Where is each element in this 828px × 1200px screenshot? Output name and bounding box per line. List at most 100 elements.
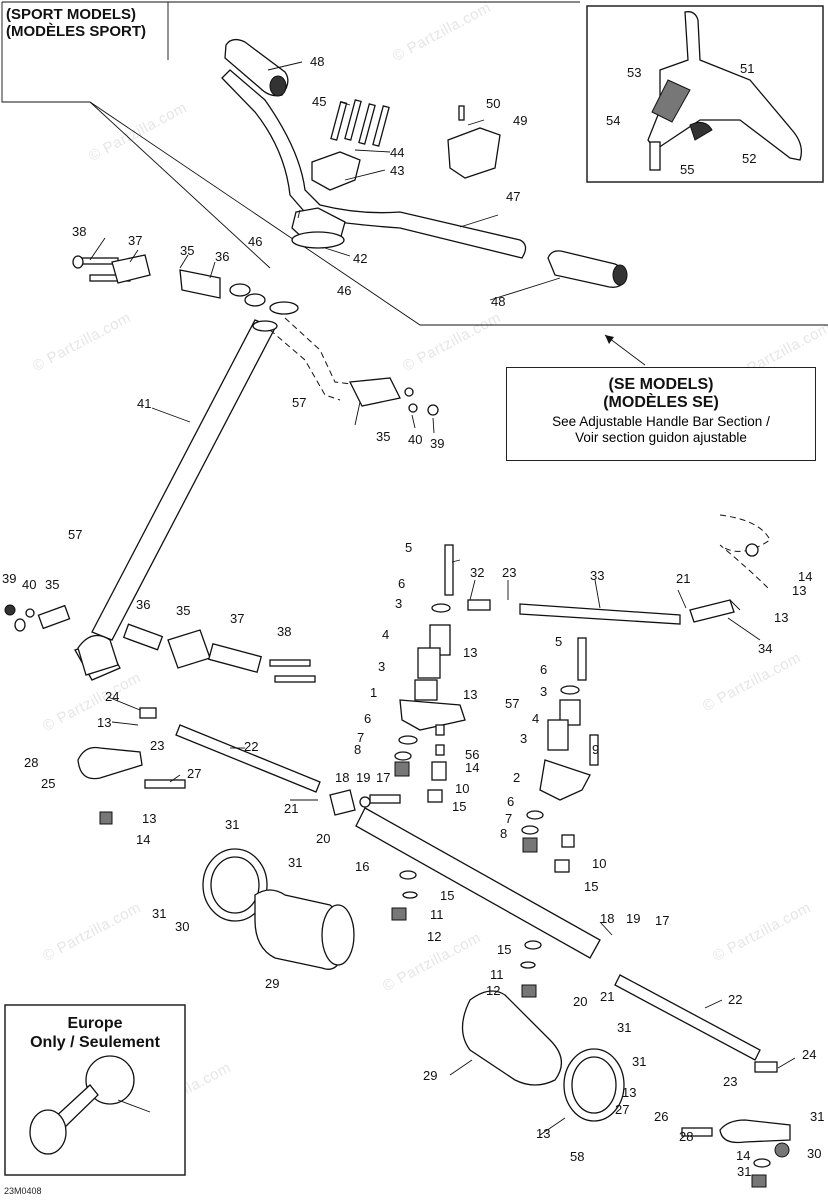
- callout-32: 32: [470, 565, 485, 580]
- callout-45: 45: [312, 94, 327, 109]
- callout-57: 57: [68, 527, 83, 542]
- tie-rod-22-upper: [175, 724, 321, 793]
- callout-47: 47: [506, 189, 521, 204]
- callout-28: 28: [24, 755, 39, 770]
- callout-13: 13: [622, 1085, 637, 1100]
- callout-17: 17: [655, 913, 670, 928]
- tie-rod-end-25: [77, 746, 143, 780]
- callout-3: 3: [395, 596, 403, 611]
- callout-34: 34: [758, 641, 773, 656]
- steering-arm-2: [539, 759, 591, 801]
- callout-58: 58: [570, 1149, 585, 1164]
- europe-only-title: Europe Only / Seulement: [30, 1015, 160, 1051]
- callout-14: 14: [798, 569, 813, 584]
- callout-13: 13: [774, 610, 789, 625]
- callout-4: 4: [532, 711, 540, 726]
- callout-46: 46: [337, 283, 352, 298]
- diagram-code: 23M0408: [4, 1186, 42, 1196]
- callout-9: 9: [592, 742, 600, 757]
- callout-27: 27: [187, 766, 202, 781]
- callout-3: 3: [520, 731, 528, 746]
- callout-13: 13: [97, 715, 112, 730]
- callout-6: 6: [364, 711, 372, 726]
- callout-38: 38: [72, 224, 87, 239]
- callout-31: 31: [225, 817, 240, 832]
- callout-19: 19: [626, 911, 641, 926]
- callout-4: 4: [382, 627, 390, 642]
- callout-18: 18: [335, 770, 350, 785]
- callout-29: 29: [265, 976, 280, 991]
- callout-35: 35: [45, 577, 60, 592]
- callout-56: 56: [465, 747, 480, 762]
- callout-11: 11: [430, 907, 444, 922]
- callout-44: 44: [390, 145, 405, 160]
- callout-31: 31: [810, 1109, 825, 1124]
- adjustable-handlebar: [647, 11, 803, 161]
- se-models-note: See Adjustable Handle Bar Section / Voir…: [552, 414, 770, 445]
- callout-2: 2: [513, 770, 521, 785]
- tie-rod-33: [519, 603, 681, 625]
- callout-48: 48: [491, 294, 506, 309]
- callout-51: 51: [740, 61, 755, 76]
- callout-13: 13: [463, 687, 478, 702]
- upper-linkage: [72, 254, 266, 307]
- callout-30: 30: [807, 1146, 822, 1161]
- callout-26: 26: [654, 1109, 669, 1124]
- callout-6: 6: [507, 794, 515, 809]
- callout-14: 14: [736, 1148, 751, 1163]
- callout-22: 22: [728, 992, 743, 1007]
- grip-right: [547, 250, 626, 288]
- drag-link-16: [355, 807, 601, 959]
- callout-23: 23: [150, 738, 165, 753]
- callout-21: 21: [676, 571, 691, 586]
- callout-13: 13: [536, 1126, 551, 1141]
- callout-18: 18: [600, 911, 615, 926]
- callout-17: 17: [376, 770, 391, 785]
- callout-21: 21: [600, 989, 615, 1004]
- callout-36: 36: [215, 249, 230, 264]
- callout-40: 40: [22, 577, 37, 592]
- horn-bulb: [85, 1055, 135, 1105]
- se-models-title: (SE MODELS) (MODÈLES SE): [603, 376, 719, 411]
- callout-10: 10: [455, 781, 470, 796]
- callout-39: 39: [2, 571, 17, 586]
- bolt-5-left: [444, 544, 454, 596]
- callout-35: 35: [180, 243, 195, 258]
- sport-models-label: (SPORT MODELS) (MODÈLES SPORT): [6, 6, 147, 40]
- callout-46: 46: [248, 234, 263, 249]
- callout-29: 29: [423, 1068, 438, 1083]
- se-models-box: (SE MODELS) (MODÈLES SE) See Adjustable …: [506, 367, 816, 461]
- se-arrow-head: [605, 335, 614, 344]
- callout-36: 36: [136, 597, 151, 612]
- callout-3: 3: [540, 684, 548, 699]
- callout-48: 48: [310, 54, 325, 69]
- callout-20: 20: [573, 994, 588, 1009]
- tie-rod-end-26: [719, 1119, 791, 1144]
- callout-54: 54: [606, 113, 621, 128]
- callout-31: 31: [737, 1164, 752, 1179]
- callout-11: 11: [490, 967, 504, 982]
- callout-23: 23: [502, 565, 517, 580]
- callout-24: 24: [802, 1047, 817, 1062]
- callout-50: 50: [486, 96, 501, 111]
- callout-35: 35: [376, 429, 391, 444]
- callout-13: 13: [142, 811, 157, 826]
- callout-16: 16: [355, 859, 370, 874]
- callout-28: 28: [679, 1129, 694, 1144]
- tie-rod-22-lower: [614, 974, 761, 1061]
- callout-22: 22: [244, 739, 259, 754]
- callout-37: 37: [230, 611, 245, 626]
- callout-35: 35: [176, 603, 191, 618]
- callout-10: 10: [592, 856, 607, 871]
- callout-23: 23: [723, 1074, 738, 1089]
- callout-41: 41: [137, 396, 152, 411]
- callout-15: 15: [452, 799, 467, 814]
- callout-30: 30: [175, 919, 190, 934]
- boot-29-lower: [461, 990, 562, 1086]
- callout-8: 8: [354, 742, 362, 757]
- callout-57: 57: [292, 395, 307, 410]
- callout-5: 5: [405, 540, 413, 555]
- steering-column: [91, 319, 276, 641]
- callout-42: 42: [353, 251, 368, 266]
